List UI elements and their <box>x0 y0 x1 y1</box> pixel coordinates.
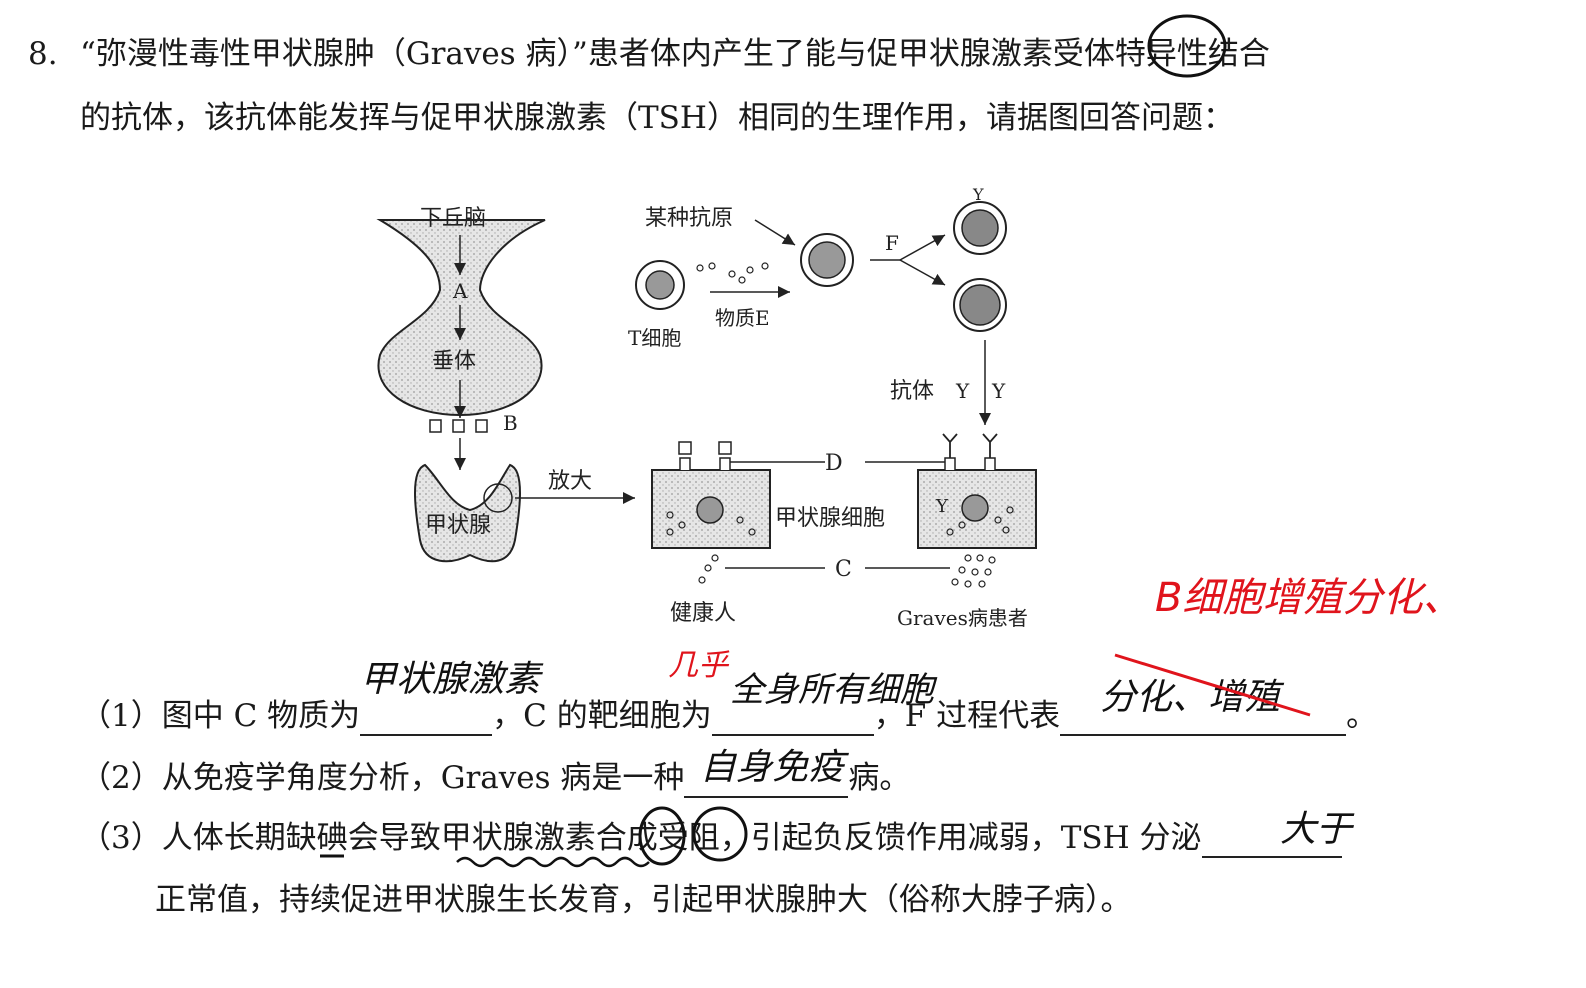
thyroid-label: 甲状腺 <box>425 513 491 538</box>
label-d: D <box>825 451 843 476</box>
antigen-label: 某种抗原 <box>645 206 733 231</box>
antibody-label: 抗体 <box>890 379 934 404</box>
sub1-prefix: （1）图中 C 物质为 <box>80 698 361 734</box>
t-cell-label: T细胞 <box>628 326 681 350</box>
label-c: C <box>835 557 852 582</box>
blank-tsh-level[interactable] <box>1201 822 1342 858</box>
sub1-mid2: ，F 过程代表 <box>873 698 1061 734</box>
question-number: 8. <box>28 36 58 72</box>
sub1-mid1: ，C 的靶细胞为 <box>492 698 712 734</box>
blank-c-substance[interactable] <box>360 700 493 736</box>
subquestion-2: （2）从免疫学角度分析，Graves 病是一种 病。 <box>80 758 910 798</box>
sub1-end: 。 <box>1346 698 1378 734</box>
pituitary-label: 垂体 <box>432 349 476 374</box>
hypothalamus-label: 下丘脑 <box>420 206 486 231</box>
memory-cell-antibody-glyph: Y <box>972 185 984 204</box>
wavy-underline-mark <box>456 856 650 868</box>
blank-disease-type[interactable] <box>684 762 849 798</box>
sub2-end: 病。 <box>848 760 911 796</box>
patient-label: Graves病患者 <box>897 606 1028 630</box>
red-strikethrough <box>1114 653 1311 717</box>
circle-mark-receptor <box>1147 14 1227 78</box>
subquestion-3-line2: 正常值，持续促进甲状腺生长发育，引起甲状腺肿大（俗称大脖子病）。 <box>155 882 1132 918</box>
handwritten-answer-disease: 自身免疫 <box>700 747 845 788</box>
diagram: 下丘脑 A 垂体 B 甲状腺 放大 健康人 Y Graves病患者 <box>376 185 1037 630</box>
handwritten-note-almost: 几乎 <box>668 648 728 683</box>
substance-e-label: 物质E <box>715 306 770 330</box>
subquestion-1: （1）图中 C 物质为 ，C 的靶细胞为 ，F 过程代表 。 <box>80 696 1377 736</box>
healthy-label: 健康人 <box>670 601 736 626</box>
hypothalamus-pituitary-shape <box>376 219 546 417</box>
receptor-antibody-glyph: Y <box>935 496 949 517</box>
thyroid-cell-label: 甲状腺细胞 <box>775 506 885 531</box>
blank-target-cell[interactable] <box>711 700 874 736</box>
handwritten-note-b-cell: B细胞增殖分化、 <box>1155 575 1463 621</box>
amplify-label: 放大 <box>548 469 592 494</box>
dash-mark <box>320 854 344 858</box>
handwritten-answer-c: 甲状腺激素 <box>360 659 541 700</box>
question-stem-line1: “弥漫性毒性甲状腺肿（Graves 病）”患者体内产生了能与促甲状腺激素受体特异… <box>80 36 1270 72</box>
sub2-prefix: （2）从免疫学角度分析，Graves 病是一种 <box>80 760 685 796</box>
handwritten-answer-target: 全身所有细胞 <box>730 670 934 710</box>
thyroid-shape <box>414 463 521 563</box>
antibody-glyph-2: Y <box>991 379 1006 403</box>
blank-f-process[interactable] <box>1060 700 1347 736</box>
label-f: F <box>885 231 899 255</box>
label-a: A <box>452 279 468 303</box>
antibody-glyph-1: Y <box>955 379 970 403</box>
circle-marks-synthesis <box>638 806 748 866</box>
tsh-molecules <box>429 419 488 433</box>
handwritten-answer-tsh: 大于 <box>1280 809 1353 850</box>
label-b: B <box>503 411 518 435</box>
question-stem-line2: 的抗体，该抗体能发挥与促甲状腺激素（TSH）相同的生理作用，请据图回答问题： <box>80 100 1234 136</box>
